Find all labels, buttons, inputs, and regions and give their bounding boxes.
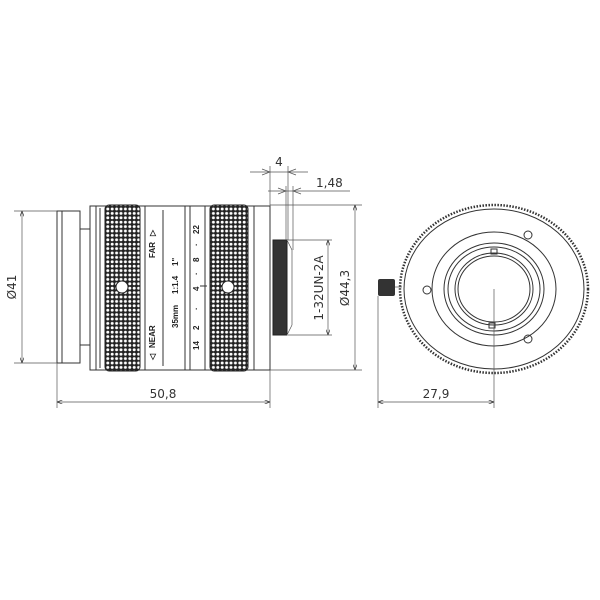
focal-length-label: 35mm bbox=[171, 305, 180, 328]
dimension-knob-offset: 27,9 bbox=[377, 296, 494, 408]
far-label: FAR bbox=[148, 242, 157, 258]
rear-view bbox=[378, 203, 590, 408]
svg-text:Ø41: Ø41 bbox=[5, 275, 19, 300]
f-scale-mark: 2 bbox=[192, 325, 201, 330]
focus-lock-screw bbox=[115, 280, 129, 294]
svg-text:·: · bbox=[192, 307, 201, 310]
side-view: NEAR ◁ FAR ▷ 35mm 1:1.4 1" 14 2 · 4 · 8 … bbox=[56, 204, 293, 372]
svg-text:1-32UN-2A: 1-32UN-2A bbox=[312, 255, 326, 321]
format-label: 1" bbox=[171, 258, 180, 266]
dimension-body-diameter: Ø44,3 bbox=[270, 204, 362, 371]
svg-text:4: 4 bbox=[275, 155, 283, 169]
svg-text:·: · bbox=[192, 272, 201, 275]
c-mount-thread bbox=[272, 239, 288, 336]
dimension-flange-width: 4 bbox=[250, 155, 308, 240]
mount-hole bbox=[523, 230, 533, 240]
iris-lock-screw bbox=[221, 280, 235, 294]
f-scale-mark: 4 bbox=[192, 286, 201, 291]
dimension-mount-thread: 1-32UN-2A bbox=[288, 239, 332, 336]
svg-text:▷: ▷ bbox=[148, 229, 157, 237]
svg-text:1,48: 1,48 bbox=[316, 176, 343, 190]
svg-text:◁: ◁ bbox=[148, 353, 157, 361]
dimension-front-diameter: Ø41 bbox=[5, 210, 57, 364]
set-screw bbox=[422, 285, 432, 295]
lens-body bbox=[89, 205, 271, 371]
dimension-overall-length: 50,8 bbox=[56, 363, 271, 408]
f-scale-mark: 8 bbox=[192, 257, 201, 262]
mount-hole bbox=[523, 334, 533, 344]
svg-text:50,8: 50,8 bbox=[150, 387, 177, 401]
dimension-flange-offset: 1,48 bbox=[268, 176, 350, 250]
front-cap bbox=[56, 210, 81, 364]
svg-text:27,9: 27,9 bbox=[423, 387, 450, 401]
front-step bbox=[79, 228, 91, 346]
f-scale-mark: 14 bbox=[192, 341, 201, 350]
svg-text:·: · bbox=[192, 243, 201, 246]
svg-text:Ø44,3: Ø44,3 bbox=[338, 270, 352, 306]
lock-knob bbox=[378, 279, 395, 296]
near-label: NEAR bbox=[148, 325, 157, 348]
f-scale-mark: 22 bbox=[192, 225, 201, 234]
aperture-label: 1:1.4 bbox=[171, 275, 180, 294]
